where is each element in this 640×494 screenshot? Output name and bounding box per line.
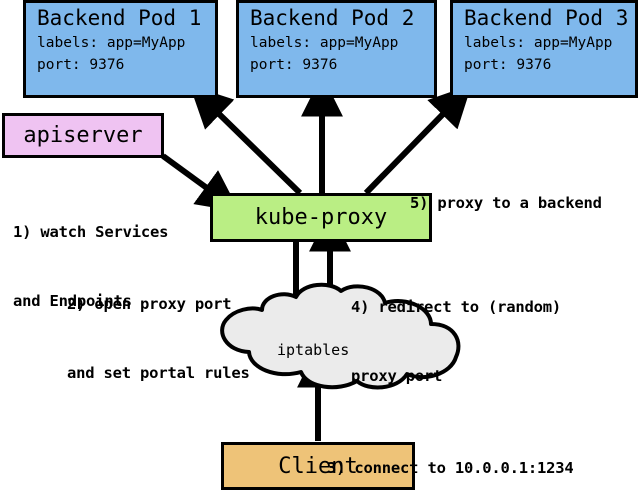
step-2-line-1: 2) open proxy port xyxy=(67,295,232,313)
kube-proxy-label: kube-proxy xyxy=(254,205,388,230)
client-node[interactable]: Client xyxy=(221,442,415,490)
step-1-annotation: 1) watch Services and Endpoints xyxy=(13,175,168,359)
arrow-kubeproxy-to-pod-1 xyxy=(189,85,303,196)
pod-labels: labels: app=MyApp xyxy=(37,35,186,51)
arrow-apiserver-to-kubeproxy xyxy=(161,153,240,212)
step-2-annotation: 2) open proxy port and set portal rules xyxy=(67,247,250,431)
step-3-annotation: 3) connect to 10.0.0.1:1234 xyxy=(327,411,574,494)
pod-port: port: 9376 xyxy=(464,57,552,73)
backend-pod-1[interactable]: Backend Pod 1 labels: app=MyApp port: 93… xyxy=(23,0,218,98)
step-5-line-1: 5) proxy to a backend xyxy=(410,194,602,212)
step-4-annotation: 4) redirect to (random) proxy port xyxy=(351,250,561,434)
apiserver-node[interactable]: apiserver xyxy=(2,113,164,158)
pod-title: Backend Pod 2 xyxy=(250,6,415,30)
apiserver-label: apiserver xyxy=(23,123,143,148)
iptables-cloud xyxy=(220,282,461,390)
step-1-line-2: and Endpoints xyxy=(13,292,132,310)
step-2-line-2: and set portal rules xyxy=(67,364,250,382)
pod-labels: labels: app=MyApp xyxy=(250,35,399,51)
pod-labels: labels: app=MyApp xyxy=(464,35,613,51)
step-1-line-1: 1) watch Services xyxy=(13,223,169,241)
iptables-label: iptables xyxy=(277,341,350,359)
backend-pod-2[interactable]: Backend Pod 2 labels: app=MyApp port: 93… xyxy=(236,0,437,98)
step-3-line-1: 3) connect to 10.0.0.1:1234 xyxy=(327,459,574,477)
step-5-annotation: 5) proxy to a backend xyxy=(410,146,602,261)
pod-title: Backend Pod 3 xyxy=(464,6,629,30)
pod-title: Backend Pod 1 xyxy=(37,6,202,30)
client-label: Client xyxy=(278,453,358,479)
step-4-line-1: 4) redirect to (random) xyxy=(351,298,562,316)
kube-proxy-node[interactable]: kube-proxy xyxy=(210,193,432,242)
pod-port: port: 9376 xyxy=(250,57,338,73)
pod-port: port: 9376 xyxy=(37,57,125,73)
step-4-line-2: proxy port xyxy=(351,367,443,385)
backend-pod-3[interactable]: Backend Pod 3 labels: app=MyApp port: 93… xyxy=(450,0,638,98)
arrow-kubeproxy-to-pod-3 xyxy=(363,84,472,196)
